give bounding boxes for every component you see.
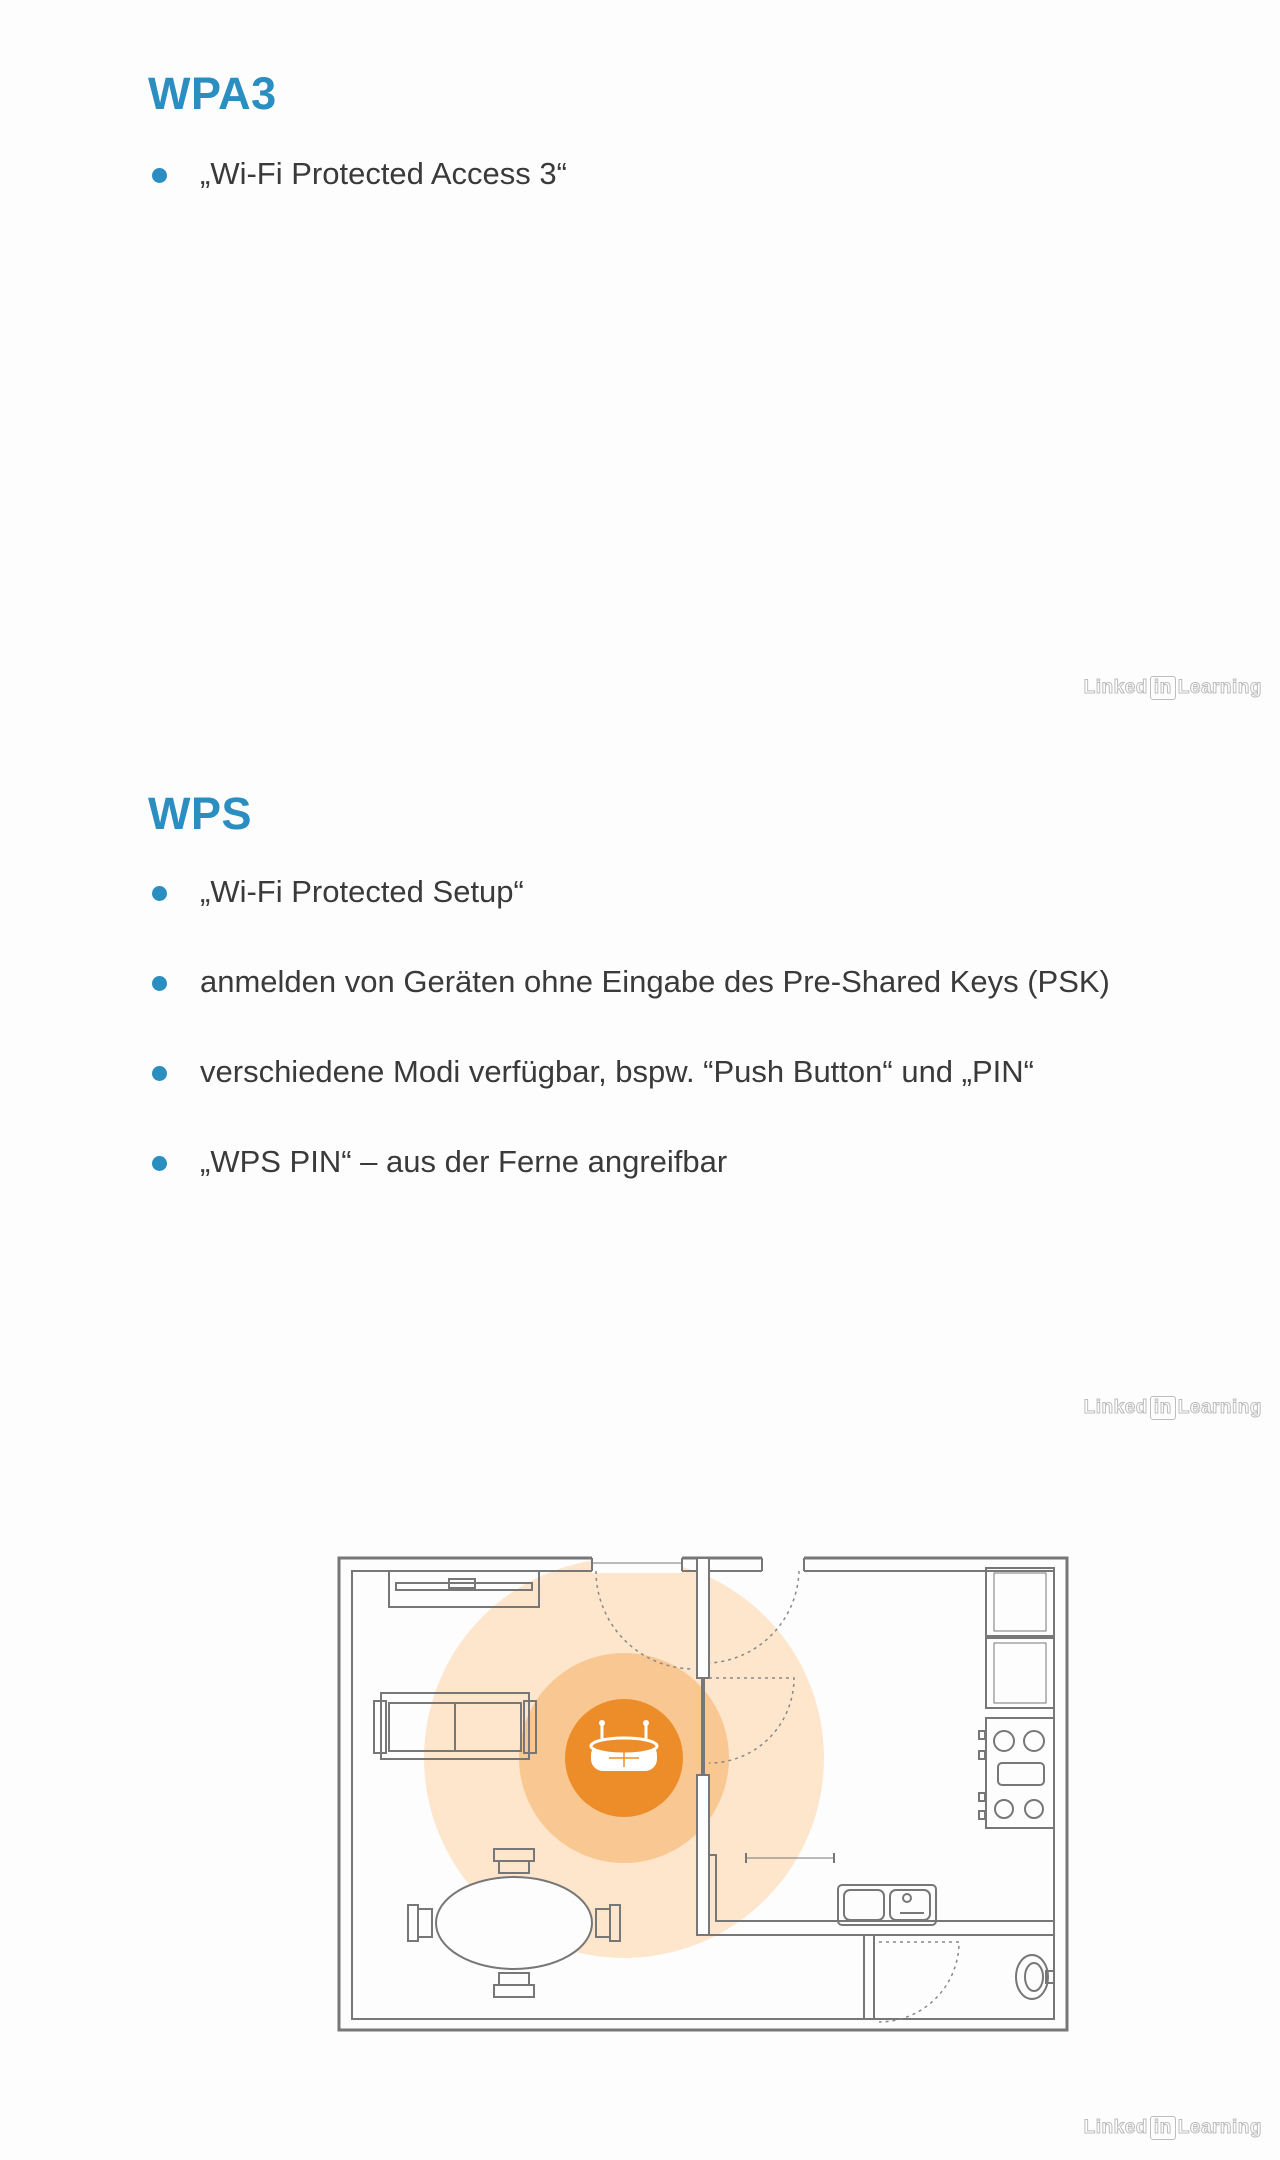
- dining-table-icon: [407, 1848, 621, 1998]
- bullet-text: „WPS PIN“ – aus der Ferne angreifbar: [200, 1144, 728, 1179]
- sideboard-icon: [388, 1570, 540, 1608]
- bullet-dot-icon: [152, 1066, 167, 1081]
- bullet-item: „Wi-Fi Protected Setup“: [150, 868, 1170, 916]
- bullet-text: verschiedene Modi verfügbar, bspw. “Push…: [200, 1054, 1034, 1089]
- toilet-icon: [1015, 1954, 1055, 2000]
- bullet-dot-icon: [152, 1156, 167, 1171]
- bullet-item: anmelden von Geräten ohne Eingabe des Pr…: [150, 958, 1170, 1006]
- floorplan-illustration: [337, 1556, 1069, 2032]
- sink-icon: [837, 1884, 937, 1926]
- bullet-item: „Wi-Fi Protected Access 3“: [150, 150, 1170, 198]
- bullet-text: „Wi-Fi Protected Setup“: [200, 874, 524, 909]
- bullet-list: „Wi-Fi Protected Access 3“: [150, 150, 1170, 240]
- slide-title: WPS: [148, 788, 253, 839]
- bullet-dot-icon: [152, 976, 167, 991]
- bullet-item: „WPS PIN“ – aus der Ferne angreifbar: [150, 1138, 1170, 1186]
- bullet-item: verschiedene Modi verfügbar, bspw. “Push…: [150, 1048, 1170, 1096]
- bullet-text: anmelden von Geräten ohne Eingabe des Pr…: [200, 964, 1110, 999]
- bullet-list: „Wi-Fi Protected Setup“ anmelden von Ger…: [150, 868, 1170, 1228]
- bullet-dot-icon: [152, 168, 167, 183]
- slide-wps: WPS „Wi-Fi Protected Setup“ anmelden von…: [0, 720, 1280, 1440]
- router-icon: [565, 1699, 683, 1817]
- bullet-text: „Wi-Fi Protected Access 3“: [200, 156, 567, 191]
- sofa-icon: [373, 1692, 537, 1760]
- kitchen-counter-icon: [745, 1567, 1055, 1863]
- stove-icon: [978, 1717, 1055, 1829]
- bullet-dot-icon: [152, 886, 167, 901]
- slide-title: WPA3: [148, 68, 277, 119]
